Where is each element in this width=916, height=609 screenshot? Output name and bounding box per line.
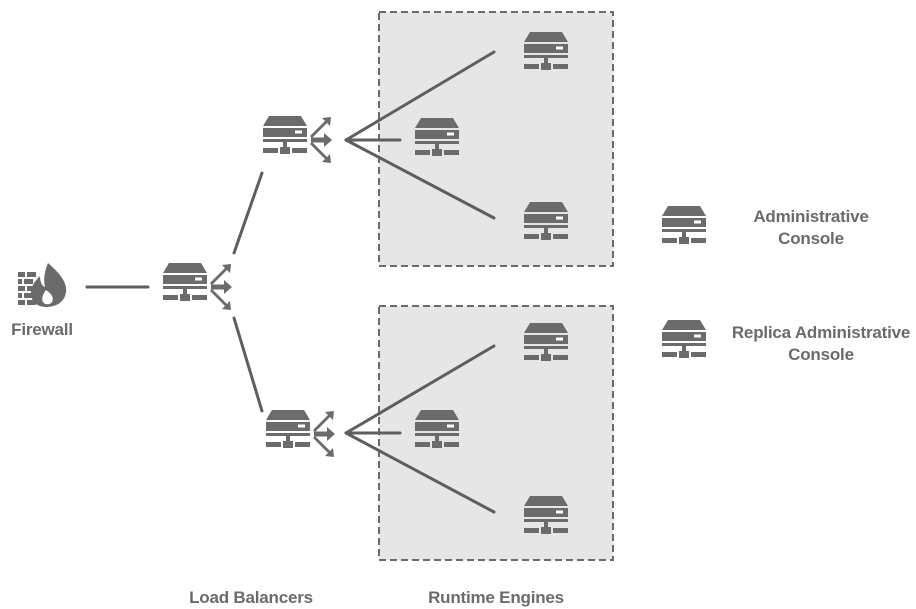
admin-console-label-line-2: Console <box>778 229 844 248</box>
lb-top-to-engine-3 <box>344 138 496 220</box>
admin-console-label-line-1: Administrative <box>753 207 869 226</box>
server-icon <box>662 206 706 244</box>
server-icon <box>524 323 568 361</box>
lb-to-lb-bottom-connector <box>232 316 264 413</box>
runtime-group-top <box>378 11 614 267</box>
lb-to-lb-top-connector <box>232 171 264 255</box>
runtime-group-bottom <box>378 305 614 561</box>
replica-console-label-line-2: Console <box>788 345 854 364</box>
lb-bottom-to-engine-4 <box>344 344 496 435</box>
firewall-icon <box>18 263 67 307</box>
server-icon <box>662 320 706 358</box>
admin-console-label: Administrative Console <box>726 206 896 250</box>
load-balancer-icon <box>263 116 332 163</box>
load-balancers-label: Load Balancers <box>189 588 313 607</box>
server-icon <box>415 410 459 448</box>
load-balancer-icon <box>266 410 335 457</box>
server-icon <box>415 118 459 156</box>
server-icon <box>524 32 568 70</box>
lb-bottom-to-engine-6 <box>344 431 496 514</box>
connectors <box>85 50 496 514</box>
lb-top-to-engine-1 <box>344 50 496 142</box>
server-icon <box>524 202 568 240</box>
load-balancer-icon <box>163 263 232 310</box>
runtime-engines-label: Runtime Engines <box>428 588 564 607</box>
firewall-label: Firewall <box>11 320 73 339</box>
replica-console-label-line-1: Replica Administrative <box>731 323 911 342</box>
replica-console-label: Replica Administrative Console <box>727 322 915 366</box>
server-icon <box>524 496 568 534</box>
